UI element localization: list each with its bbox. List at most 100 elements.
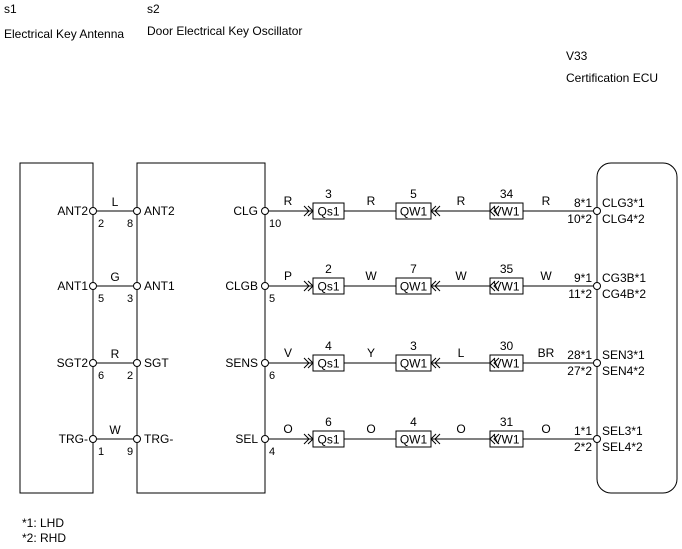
ecu-terminal-rhd: CLG4*2 bbox=[602, 212, 645, 226]
s2-right-terminal-label: CLG bbox=[233, 204, 258, 218]
s1-pin bbox=[89, 359, 97, 367]
note-lhd: *1: LHD bbox=[22, 516, 64, 530]
female-terminal-chevrons bbox=[489, 280, 500, 292]
connector-name: Qs1 bbox=[317, 280, 339, 294]
s1-code: s1 bbox=[4, 2, 17, 16]
connector-pin-number: 4 bbox=[410, 415, 417, 429]
connector-pin-number: 31 bbox=[500, 415, 514, 429]
connector-name: QW1 bbox=[400, 280, 428, 294]
ecu-terminal-lhd: CG3B*1 bbox=[602, 271, 646, 285]
link-wire-color: R bbox=[111, 347, 120, 361]
connector-pin-number: 3 bbox=[410, 339, 417, 353]
connector-name: Qs1 bbox=[317, 205, 339, 219]
connector-name: Qs1 bbox=[317, 357, 339, 371]
ecu-terminal-lhd: SEN3*1 bbox=[602, 348, 645, 362]
link-wire-color: L bbox=[112, 195, 119, 209]
connector-name: QW1 bbox=[400, 205, 428, 219]
v33-code: V33 bbox=[566, 49, 588, 63]
male-terminal-chevrons bbox=[303, 357, 314, 369]
ecu-pin-lhd: 1*1 bbox=[574, 424, 592, 438]
ecu-pin-lhd: 28*1 bbox=[567, 348, 592, 362]
s2-left-pin bbox=[133, 207, 141, 215]
wire-color-label: W bbox=[455, 269, 467, 283]
s1-name: Electrical Key Antenna bbox=[4, 27, 124, 41]
s1-pin-number: 1 bbox=[98, 446, 104, 458]
connector-name: VW1 bbox=[493, 433, 519, 447]
s1-terminal-label: ANT2 bbox=[57, 204, 88, 218]
s2-left-pin bbox=[133, 435, 141, 443]
s1-terminal-label: ANT1 bbox=[57, 279, 88, 293]
wire-color-label: W bbox=[540, 269, 552, 283]
ecu-pin bbox=[593, 282, 601, 290]
connector-name: VW1 bbox=[493, 280, 519, 294]
ecu-pin-rhd: 27*2 bbox=[567, 364, 592, 378]
ecu-terminal-rhd: CG4B*2 bbox=[602, 287, 646, 301]
s2-left-pin-number: 2 bbox=[127, 370, 133, 382]
connector-pin-number: 35 bbox=[500, 262, 514, 276]
s2-right-terminal-label: SENS bbox=[225, 356, 258, 370]
s2-right-pin bbox=[261, 207, 269, 215]
s2-right-pin-number: 10 bbox=[269, 218, 281, 230]
wire-color-label: R bbox=[367, 194, 376, 208]
connector-pin-number: 3 bbox=[325, 187, 332, 201]
note-rhd: *2: RHD bbox=[22, 531, 66, 545]
wire-color-label: R bbox=[457, 194, 466, 208]
wire-color-label: Y bbox=[367, 346, 375, 360]
s1-pin-number: 6 bbox=[98, 370, 104, 382]
s1-pin bbox=[89, 435, 97, 443]
v33-component-box bbox=[596, 162, 678, 494]
wire-color-label: O bbox=[366, 422, 375, 436]
s2-left-terminal-label: ANT1 bbox=[144, 279, 175, 293]
ecu-terminal-lhd: SEL3*1 bbox=[602, 424, 643, 438]
connector-pin-number: 5 bbox=[410, 187, 417, 201]
s2-name: Door Electrical Key Oscillator bbox=[147, 24, 302, 38]
wire-color-label: P bbox=[284, 269, 292, 283]
wire-color-label: V bbox=[284, 346, 292, 360]
female-terminal-chevrons bbox=[430, 205, 441, 217]
wire-color-label: W bbox=[365, 269, 377, 283]
ecu-pin-rhd: 2*2 bbox=[574, 440, 592, 454]
connector-name: VW1 bbox=[493, 357, 519, 371]
s1-pin-number: 2 bbox=[98, 218, 104, 230]
ecu-pin-lhd: 9*1 bbox=[574, 271, 592, 285]
s2-left-pin-number: 8 bbox=[127, 218, 133, 230]
s2-left-terminal-label: ANT2 bbox=[144, 204, 175, 218]
s2-left-pin-number: 3 bbox=[127, 293, 133, 305]
s2-left-pin bbox=[133, 282, 141, 290]
connector-pin-number: 34 bbox=[500, 187, 514, 201]
s2-code: s2 bbox=[147, 2, 160, 16]
s2-right-pin-number: 5 bbox=[269, 293, 275, 305]
female-terminal-chevrons bbox=[430, 357, 441, 369]
wire-color-label: O bbox=[541, 422, 550, 436]
male-terminal-chevrons bbox=[303, 280, 314, 292]
s1-component-box bbox=[19, 162, 94, 494]
connector-pin-number: 4 bbox=[325, 339, 332, 353]
ecu-terminal-lhd: CLG3*1 bbox=[602, 196, 645, 210]
connector-pin-number: 30 bbox=[500, 339, 514, 353]
wire-color-label: R bbox=[542, 194, 551, 208]
female-terminal-chevrons bbox=[430, 280, 441, 292]
female-terminal-chevrons bbox=[430, 433, 441, 445]
connector-name: VW1 bbox=[493, 205, 519, 219]
s1-pin bbox=[89, 282, 97, 290]
ecu-pin-rhd: 10*2 bbox=[567, 212, 592, 226]
s2-left-terminal-label: TRG- bbox=[144, 432, 173, 446]
wire-color-label: L bbox=[458, 346, 465, 360]
s2-right-pin bbox=[261, 359, 269, 367]
s1-pin bbox=[89, 207, 97, 215]
wire-color-label: BR bbox=[538, 346, 555, 360]
s1-terminal-label: SGT2 bbox=[57, 356, 89, 370]
ecu-pin bbox=[593, 207, 601, 215]
link-wire-color: W bbox=[109, 423, 121, 437]
ecu-pin-lhd: 8*1 bbox=[574, 196, 592, 210]
connector-name: QW1 bbox=[400, 433, 428, 447]
ecu-terminal-rhd: SEL4*2 bbox=[602, 440, 643, 454]
female-terminal-chevrons bbox=[489, 205, 500, 217]
s2-left-pin bbox=[133, 359, 141, 367]
s2-right-pin bbox=[261, 435, 269, 443]
wire-color-label: O bbox=[456, 422, 465, 436]
s2-right-pin-number: 6 bbox=[269, 370, 275, 382]
v33-name: Certification ECU bbox=[566, 71, 658, 85]
ecu-pin bbox=[593, 435, 601, 443]
